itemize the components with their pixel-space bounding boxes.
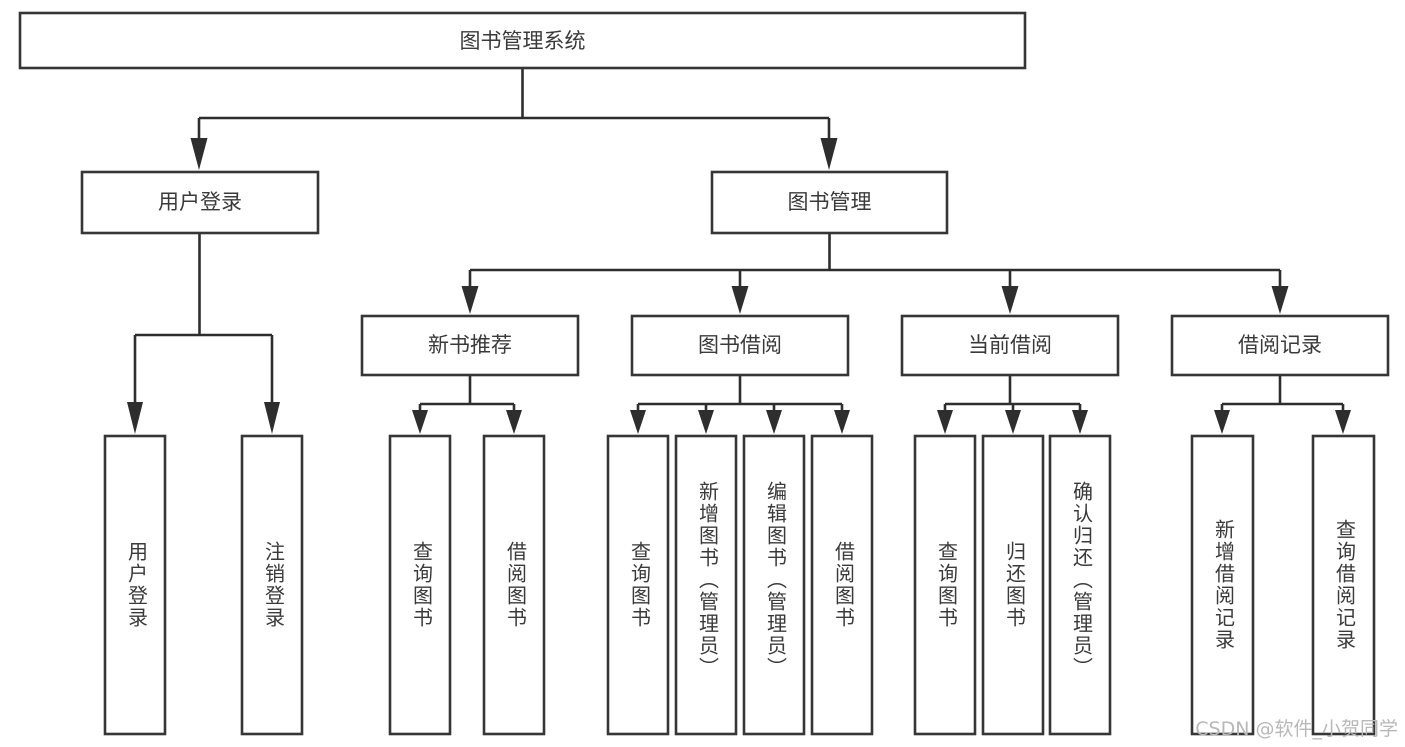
csdn-watermark: CSDN @软件_小贺同学	[1195, 718, 1398, 740]
node-user-login[interactable]: 用户登录	[80, 170, 320, 235]
node-book-management-box[interactable]	[710, 170, 949, 235]
node-query-borrow-record-label: 查询借阅记录	[1333, 519, 1357, 651]
node-query-book-3-box[interactable]	[913, 434, 977, 736]
node-book-borrow[interactable]: 图书借阅	[630, 314, 850, 377]
node-query-book-1-box[interactable]	[388, 434, 452, 736]
node-query-book-2[interactable]: 查询图书	[606, 434, 670, 736]
node-user-login-do[interactable]: 用户登录	[103, 434, 167, 736]
arrow-head-query-book-3	[937, 410, 953, 434]
node-edit-book-box[interactable]	[742, 434, 806, 736]
connector-layer	[127, 68, 1351, 434]
arrow-head-user-login-do	[127, 402, 143, 434]
node-user-login-box[interactable]	[80, 170, 320, 235]
node-user-logout-box[interactable]	[240, 434, 304, 736]
node-borrow-book-1-label: 借阅图书	[504, 541, 528, 629]
node-book-management[interactable]: 图书管理	[710, 170, 949, 235]
node-borrow-record-label: 借阅记录	[1238, 333, 1322, 357]
node-edit-book[interactable]: 编辑图书（管理员）	[742, 434, 806, 736]
node-borrow-book-1-box[interactable]	[482, 434, 546, 736]
arrow-head-user-logout	[264, 402, 280, 434]
node-query-book-1-label: 查询图书	[410, 541, 434, 629]
node-new-book-recommend[interactable]: 新书推荐	[360, 314, 580, 377]
node-return-book-label: 归还图书	[1003, 541, 1027, 629]
node-new-book-recommend-box[interactable]	[360, 314, 580, 377]
node-user-login-do-label: 用户登录	[125, 541, 149, 629]
node-root-system-box[interactable]	[18, 11, 1027, 70]
arrow-head-book-borrow	[731, 286, 749, 314]
node-query-borrow-record-box[interactable]	[1311, 434, 1376, 736]
arrow-head-query-borrow-record	[1335, 410, 1351, 434]
node-book-borrow-label: 图书借阅	[698, 333, 782, 357]
node-edit-book-label: 编辑图书（管理员）	[764, 481, 788, 679]
node-add-book-label: 新增图书（管理员）	[696, 481, 720, 679]
node-query-borrow-record[interactable]: 查询借阅记录	[1311, 434, 1376, 736]
node-borrow-book-2[interactable]: 借阅图书	[810, 434, 874, 736]
node-current-borrow-box[interactable]	[900, 314, 1120, 377]
arrow-head-add-borrow-record	[1214, 410, 1230, 434]
arrow-head-confirm-return	[1072, 410, 1088, 434]
node-root-system[interactable]: 图书管理系统	[18, 11, 1027, 70]
node-query-book-2-label: 查询图书	[628, 541, 652, 629]
node-add-borrow-record-box[interactable]	[1190, 434, 1255, 736]
node-query-book-1[interactable]: 查询图书	[388, 434, 452, 736]
node-confirm-return-box[interactable]	[1048, 434, 1112, 736]
node-borrow-book-2-label: 借阅图书	[832, 541, 856, 629]
node-confirm-return[interactable]: 确认归还（管理员）	[1048, 434, 1112, 736]
node-current-borrow-label: 当前借阅	[968, 333, 1052, 357]
arrow-head-borrow-book-2	[834, 410, 850, 434]
arrow-head-add-book	[698, 410, 714, 434]
node-borrow-record[interactable]: 借阅记录	[1170, 314, 1390, 377]
node-query-book-3-label: 查询图书	[935, 541, 959, 629]
arrow-head-query-book-1	[412, 410, 428, 434]
arrow-head-borrow-record	[1271, 286, 1289, 314]
node-query-book-2-box[interactable]	[606, 434, 670, 736]
node-borrow-book-2-box[interactable]	[810, 434, 874, 736]
arrow-head-borrow-book-1	[506, 410, 522, 434]
node-book-management-label: 图书管理	[788, 190, 872, 214]
node-confirm-return-label: 确认归还（管理员）	[1070, 481, 1094, 679]
node-return-book[interactable]: 归还图书	[981, 434, 1045, 736]
node-borrow-book-1[interactable]: 借阅图书	[482, 434, 546, 736]
node-add-book[interactable]: 新增图书（管理员）	[674, 434, 738, 736]
node-add-borrow-record-label: 新增借阅记录	[1212, 519, 1236, 651]
node-book-borrow-box[interactable]	[630, 314, 850, 377]
node-add-borrow-record[interactable]: 新增借阅记录	[1190, 434, 1255, 736]
arrow-head-current-borrow	[1001, 286, 1019, 314]
node-return-book-box[interactable]	[981, 434, 1045, 736]
arrow-head-query-book-2	[630, 410, 646, 434]
node-root-system-label: 图书管理系统	[460, 29, 586, 53]
node-user-logout-label: 注销登录	[262, 541, 286, 629]
node-add-book-box[interactable]	[674, 434, 738, 736]
node-current-borrow[interactable]: 当前借阅	[900, 314, 1120, 377]
node-borrow-record-box[interactable]	[1170, 314, 1390, 377]
node-user-logout[interactable]: 注销登录	[240, 434, 304, 736]
node-user-login-label: 用户登录	[158, 190, 242, 214]
arrow-head-user-login	[190, 138, 208, 170]
arrow-head-book-management	[820, 138, 838, 170]
arrow-head-new-book-recommend	[461, 286, 479, 314]
node-query-book-3[interactable]: 查询图书	[913, 434, 977, 736]
node-new-book-recommend-label: 新书推荐	[428, 333, 512, 357]
arrow-head-return-book	[1005, 410, 1021, 434]
node-user-login-do-box[interactable]	[103, 434, 167, 736]
arrow-head-edit-book	[766, 410, 782, 434]
